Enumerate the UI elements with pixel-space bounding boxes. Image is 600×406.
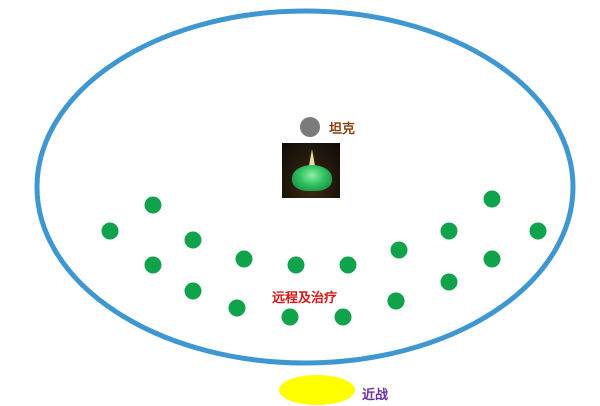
melee-zone (279, 375, 355, 405)
tank-label: 坦克 (329, 122, 356, 137)
raid-member-dot (483, 190, 501, 208)
raid-member-dot (287, 256, 305, 274)
raid-member-dot (529, 222, 547, 240)
raid-member-dot (228, 299, 246, 317)
arena-boundary (34, 8, 576, 366)
raid-member-dot (339, 256, 357, 274)
tank-marker (300, 117, 320, 137)
raid-member-dot (235, 250, 253, 268)
raid-member-dot (184, 282, 202, 300)
ranged-healers-label: 远程及治疗 (272, 291, 338, 306)
raid-member-dot (483, 250, 501, 268)
raid-member-dot (101, 222, 119, 240)
melee-label: 近战 (362, 388, 389, 403)
boss-icon (282, 143, 340, 198)
raid-member-dot (334, 308, 352, 326)
raid-member-dot (281, 308, 299, 326)
raid-member-dot (144, 256, 162, 274)
raid-member-dot (440, 273, 458, 291)
raid-member-dot (390, 241, 408, 259)
raid-member-dot (440, 222, 458, 240)
raid-member-dot (387, 292, 405, 310)
raid-members (101, 190, 547, 326)
raid-member-dot (184, 231, 202, 249)
raid-member-dot (144, 196, 162, 214)
